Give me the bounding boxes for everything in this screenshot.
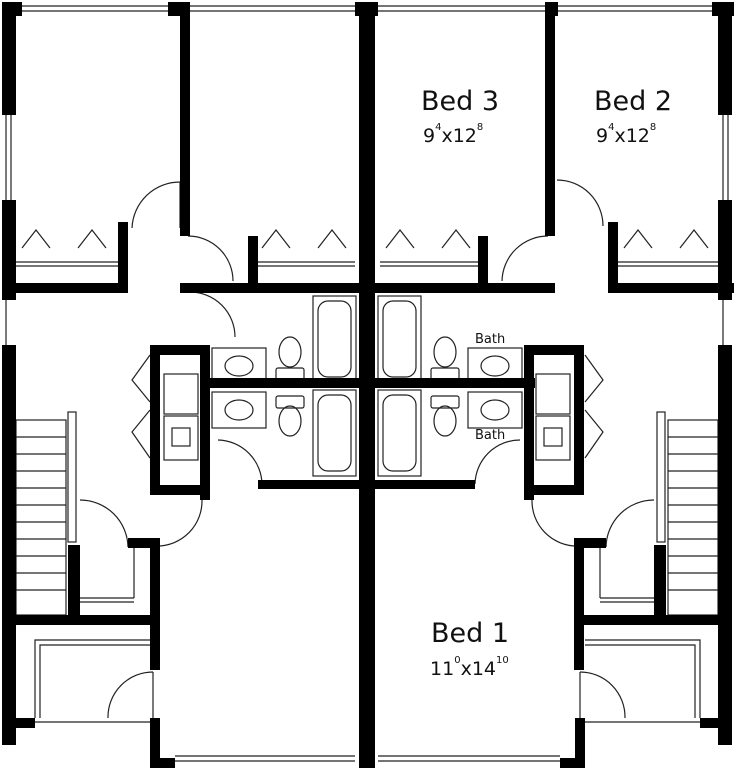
room-dimensions: 94x128 — [423, 122, 483, 147]
dim-times: x — [441, 125, 452, 147]
closet-doors — [16, 229, 718, 603]
bath-label-upper: Bath — [475, 332, 505, 347]
stairs-right — [656, 411, 719, 616]
dim-length-inch: 10 — [496, 655, 509, 666]
dim-times: x — [614, 125, 625, 147]
dim-times: x — [461, 658, 472, 680]
door-swings — [79, 179, 655, 719]
dim-width-inch: 4 — [435, 122, 441, 133]
landing-rails — [34, 639, 701, 718]
room-label-bed2: Bed 2 94x128 — [594, 86, 672, 147]
dim-width: 9 — [596, 125, 608, 147]
window-lines — [5, 5, 729, 762]
room-dimensions: 110x1410 — [430, 655, 509, 680]
dim-length: 12 — [626, 125, 650, 147]
dim-length: 12 — [453, 125, 477, 147]
dim-width-inch: 4 — [608, 122, 614, 133]
room-label-bed3: Bed 3 94x128 — [421, 86, 499, 147]
bath-label-lower: Bath — [475, 428, 505, 443]
room-name: Bed 3 — [421, 86, 499, 117]
dim-length-inch: 8 — [477, 122, 483, 133]
laundry-appliances — [163, 373, 571, 461]
stairs-left — [15, 411, 77, 616]
dim-length-inch: 8 — [650, 122, 656, 133]
room-name: Bed 1 — [431, 618, 509, 649]
room-name: Bed 2 — [594, 86, 672, 117]
dim-width: 9 — [423, 125, 435, 147]
dim-width-inch: 0 — [454, 655, 460, 666]
room-label-bed1: Bed 1 110x1410 — [430, 618, 509, 680]
dim-length: 14 — [472, 658, 496, 680]
room-dimensions: 94x128 — [596, 122, 656, 147]
dim-width: 11 — [430, 658, 454, 680]
